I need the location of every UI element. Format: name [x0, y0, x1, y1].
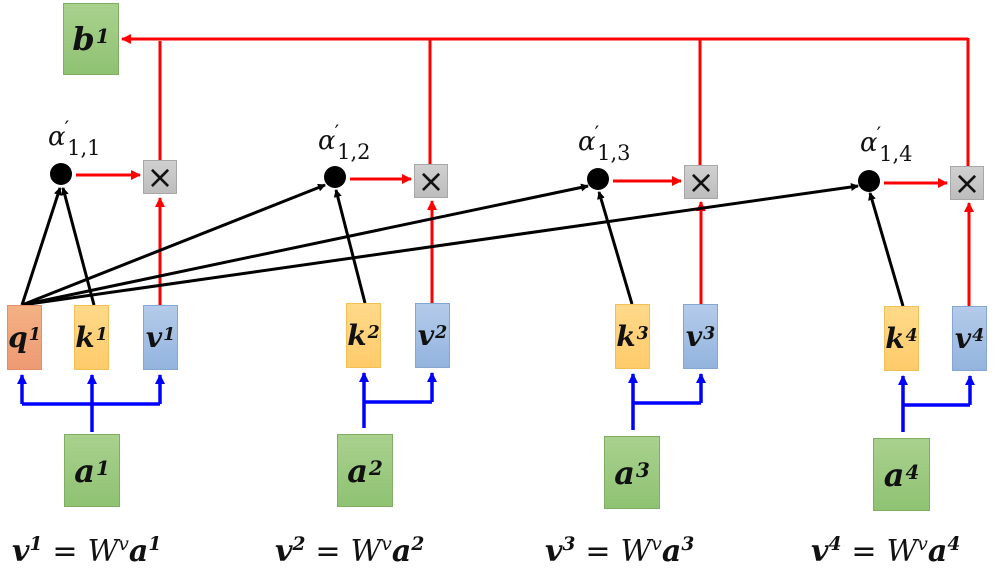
multiply-icon: ×: [146, 158, 174, 196]
formula-v1: v1=Wva1: [12, 534, 162, 569]
multiply-box-3: ×: [684, 165, 718, 199]
output-index: 1: [95, 24, 110, 49]
sum-to-output-path: [121, 34, 970, 166]
alpha-label-1: α′1,1: [48, 116, 101, 160]
alpha-node-3: [587, 168, 609, 190]
alpha-label-2: α′1,2: [318, 120, 371, 164]
alpha-to-multiply-arrows: [76, 170, 948, 188]
alpha-node-4: [858, 170, 880, 192]
formula-v4: v4=Wva4: [811, 534, 961, 569]
multiply-icon: ×: [417, 162, 445, 200]
multiply-icon: ×: [953, 164, 981, 202]
alpha-node-1: [50, 163, 72, 185]
attention-score-arrows: [20, 183, 905, 307]
alpha-label-4: α′1,4: [860, 122, 913, 166]
formula-v2: v2=Wva2: [275, 534, 425, 569]
multiply-box-1: ×: [143, 160, 177, 194]
multiply-box-4: ×: [950, 166, 984, 200]
value-to-multiply-arrows: [155, 197, 974, 306]
multiply-box-2: ×: [414, 164, 448, 198]
alpha-label-3: α′1,3: [578, 121, 631, 165]
projection-arrows: [17, 372, 975, 432]
multiply-icon: ×: [687, 163, 715, 201]
alpha-node-2: [324, 166, 346, 188]
output-symbol: b: [72, 20, 95, 58]
formula-v3: v3=Wva3: [545, 534, 695, 569]
alpha-nodes: [50, 163, 880, 192]
